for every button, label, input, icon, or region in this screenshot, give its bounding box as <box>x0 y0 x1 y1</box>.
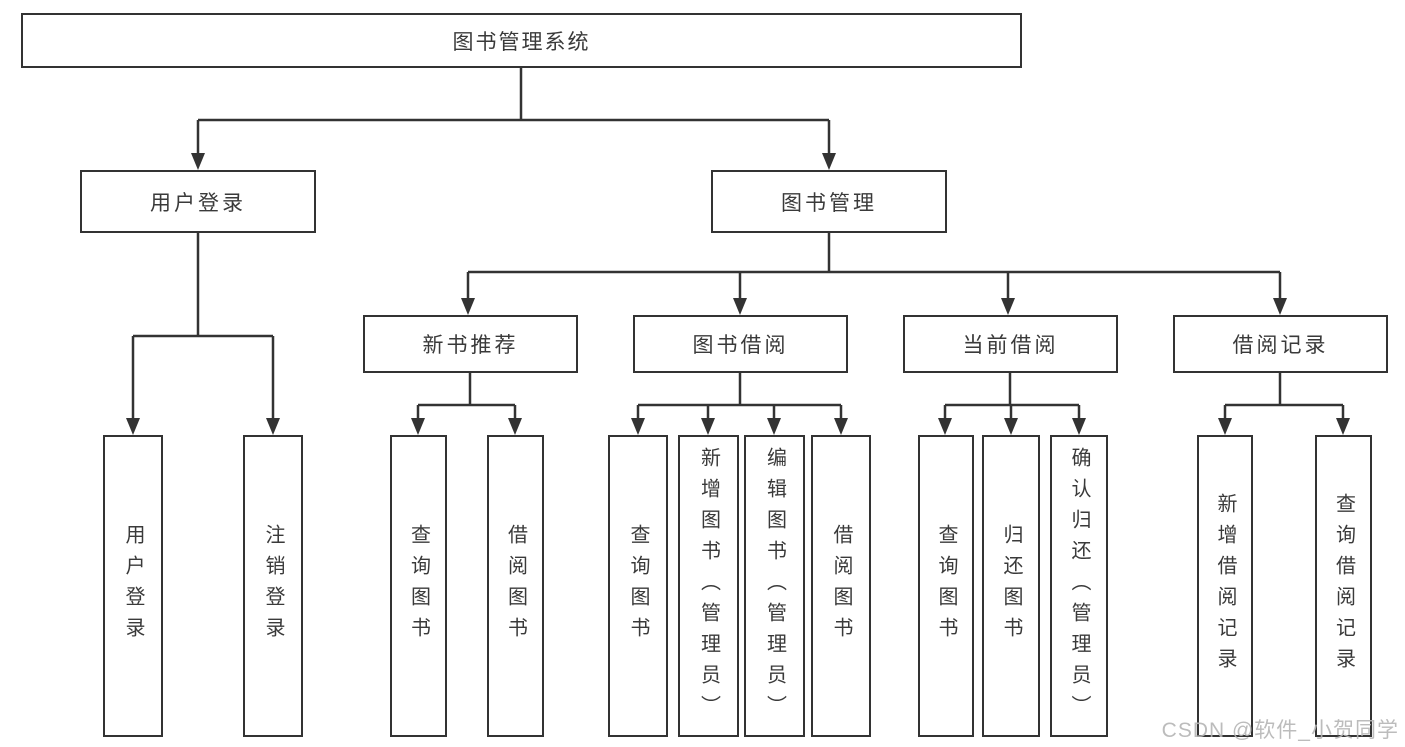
arrow-down-icon <box>701 418 715 435</box>
leaf-add-borrow-record: 新增借阅记录 <box>1197 435 1253 737</box>
node-label: 确认归还（管理员） <box>1068 446 1090 726</box>
node-label: 编辑图书（管理员） <box>763 446 786 726</box>
arrow-down-icon <box>266 418 280 435</box>
connector-bookmgmt-to-level3 <box>466 233 1282 301</box>
node-new-book-recommendation: 新书推荐 <box>363 315 578 373</box>
leaf-logout: 注销登录 <box>243 435 303 737</box>
connector-userlogin-to-leaves <box>131 233 275 421</box>
arrow-down-icon <box>767 418 781 435</box>
connector-bookborrow-to-leaves <box>636 373 843 421</box>
node-user-login: 用户登录 <box>80 170 316 233</box>
connector-root-to-level2 <box>196 67 831 156</box>
node-label: 用户登录 <box>150 191 246 215</box>
arrow-down-icon <box>733 298 747 315</box>
arrow-down-icon <box>631 418 645 435</box>
connector-borrowrecords-to-leaves <box>1223 373 1345 421</box>
leaf-current-query-books: 查询图书 <box>918 435 974 737</box>
node-borrowing-records: 借阅记录 <box>1173 315 1388 373</box>
leaf-user-login: 用户登录 <box>103 435 163 737</box>
arrow-down-icon <box>461 298 475 315</box>
arrow-down-icon <box>1004 418 1018 435</box>
arrow-down-icon <box>191 153 205 170</box>
node-label: 当前借阅 <box>962 334 1059 357</box>
leaf-confirm-return-admin: 确认归还（管理员） <box>1050 435 1108 737</box>
arrow-down-icon <box>938 418 952 435</box>
node-book-management: 图书管理 <box>711 170 947 233</box>
node-label: 借阅图书 <box>504 524 527 648</box>
connector-newbook-to-leaves <box>416 373 517 421</box>
leaf-newbook-query-books: 查询图书 <box>390 435 447 737</box>
leaf-add-books-admin: 新增图书（管理员） <box>678 435 739 737</box>
leaf-borrow-books: 借阅图书 <box>811 435 871 737</box>
leaf-query-borrow-record: 查询借阅记录 <box>1315 435 1372 737</box>
node-label: 借阅记录 <box>1232 334 1329 357</box>
arrow-down-icon <box>1336 418 1350 435</box>
arrow-down-icon <box>1273 298 1287 315</box>
node-label: 查询图书 <box>627 524 649 648</box>
node-label: 注销登录 <box>262 524 284 648</box>
node-label: 查询借阅记录 <box>1332 493 1355 679</box>
node-label: 图书管理系统 <box>452 30 591 54</box>
leaf-edit-books-admin: 编辑图书（管理员） <box>744 435 805 737</box>
arrow-down-icon <box>411 418 425 435</box>
node-label: 查询图书 <box>935 524 957 648</box>
node-label: 新书推荐 <box>422 334 519 357</box>
node-label: 新增借阅记录 <box>1214 493 1236 679</box>
node-current-borrowing: 当前借阅 <box>903 315 1118 373</box>
leaf-return-books: 归还图书 <box>982 435 1040 737</box>
arrow-down-icon <box>1218 418 1232 435</box>
arrow-down-icon <box>1001 298 1015 315</box>
leaf-borrow-query-books: 查询图书 <box>608 435 668 737</box>
arrow-down-icon <box>822 153 836 170</box>
node-label: 用户登录 <box>122 524 144 648</box>
arrow-down-icon <box>834 418 848 435</box>
connector-currentborrow-to-leaves <box>943 373 1081 421</box>
node-label: 借阅图书 <box>830 524 852 648</box>
node-book-borrowing: 图书借阅 <box>633 315 848 373</box>
node-label: 图书借阅 <box>692 334 789 357</box>
node-label: 图书管理 <box>781 191 877 215</box>
arrow-down-icon <box>508 418 522 435</box>
node-label: 查询图书 <box>407 524 430 648</box>
node-label: 新增图书（管理员） <box>697 446 720 726</box>
leaf-newbook-borrow-books: 借阅图书 <box>487 435 544 737</box>
node-root: 图书管理系统 <box>21 13 1022 68</box>
csdn-watermark: CSDN @软件_小贺同学 <box>1161 719 1399 742</box>
arrow-down-icon <box>126 418 140 435</box>
arrow-down-icon <box>1072 418 1086 435</box>
arrowheads <box>126 153 1350 435</box>
node-label: 归还图书 <box>1000 524 1022 648</box>
